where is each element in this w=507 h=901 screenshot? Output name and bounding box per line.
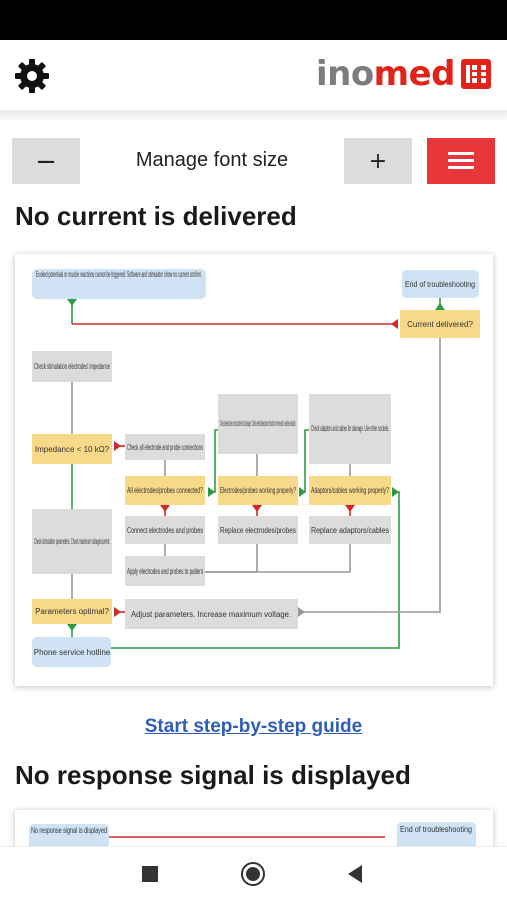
flow-check-adaptors-box <box>309 394 391 464</box>
flow-current-delivered-text: Current delivered? <box>407 320 473 329</box>
flow-phone-hotline-text: Phone service hotline <box>34 648 111 657</box>
troubleshooting-flowchart: No response signal is displayed End of t… <box>29 822 476 850</box>
flow-parameters-question-box <box>32 599 112 624</box>
android-navigation-bar <box>0 846 507 901</box>
flow-apply-electrodes-text: Apply electrodes and probes to patient <box>127 567 203 576</box>
flow-impedance-question-text: Impedance < 10 kΩ? <box>35 445 110 454</box>
flow-all-connected-box <box>125 476 205 505</box>
flow-end-box <box>397 822 476 850</box>
flowchart-card[interactable]: No response signal is displayed End of t… <box>15 810 493 850</box>
hamburger-menu-button[interactable] <box>427 138 495 184</box>
menu-icon-bar <box>448 166 474 169</box>
status-bar <box>0 0 507 40</box>
logo-text-ino: ino <box>315 54 374 94</box>
flow-check-damage-box <box>218 394 298 454</box>
flow-impedance-question-box <box>32 434 112 464</box>
section-title: No response signal is displayed <box>15 760 411 790</box>
flow-start-text: No response signal is displayed <box>31 826 107 835</box>
section-title: No current is delivered <box>15 201 297 231</box>
flowchart-card[interactable]: Evoked potentials or muscle reactions ca… <box>15 254 493 686</box>
flow-connect-electrodes-text: Connect electrodes and probes <box>127 526 203 535</box>
flow-all-connected-text: All electrodes/probes connected? <box>127 486 203 495</box>
flow-check-impedance-text: Check stimulation electrodes' impedance <box>34 362 110 371</box>
flow-adjust-parameters-text: Adjust parameters. Increase maximum volt… <box>131 610 291 619</box>
header-shadow <box>0 110 507 122</box>
flow-apply-electrodes-box <box>125 556 205 586</box>
flow-adaptors-working-text: Adaptors/cables working properly? <box>311 486 389 495</box>
logo-text-med: med <box>373 54 456 94</box>
flow-check-parameters-box <box>32 509 112 574</box>
flow-electrodes-working-box <box>218 476 298 505</box>
flow-end-box <box>402 270 479 298</box>
settings-gear-icon[interactable] <box>12 56 52 96</box>
decrease-font-button[interactable]: − <box>12 138 80 184</box>
font-size-toolbar: − Manage font size + <box>0 138 507 184</box>
flow-start-text: Evoked potentials or muscle reactions ca… <box>36 270 202 279</box>
home-icon[interactable] <box>240 861 266 887</box>
flow-check-connections-text: Check all electrode and probe connection… <box>127 443 203 452</box>
flow-connect-electrodes-box <box>125 516 205 544</box>
flow-electrodes-working-text: Electrodes/probes working properly? <box>220 486 296 495</box>
start-step-by-step-guide-link[interactable]: Start step-by-step guide <box>144 716 363 737</box>
flow-replace-adaptors-text: Replace adaptors/cables <box>311 526 389 535</box>
increase-font-button[interactable]: + <box>344 138 412 184</box>
flow-start-box <box>32 269 206 299</box>
flow-adaptors-working-box <box>309 476 391 505</box>
flow-check-parameters-text: Check stimulation parameters. Check maxi… <box>34 537 110 546</box>
flow-replace-adaptors-box <box>309 516 391 544</box>
recent-apps-icon[interactable] <box>137 861 163 887</box>
flow-check-impedance-box <box>32 351 112 382</box>
back-icon[interactable] <box>343 861 369 887</box>
app-header: inomed <box>0 40 507 110</box>
flow-end-text: End of troubleshooting <box>405 280 475 289</box>
flow-current-delivered-box <box>400 310 480 338</box>
logo-text: inomed <box>315 54 456 94</box>
flow-check-damage-text: Check electrodes and probes for damage. … <box>220 419 296 428</box>
flow-replace-electrodes-box <box>218 516 298 544</box>
font-size-label: Manage font size <box>135 149 289 171</box>
flow-check-adaptors-text: Check adaptors and cables for damage. Us… <box>311 424 389 433</box>
troubleshooting-flowchart: Evoked potentials or muscle reactions ca… <box>32 269 480 667</box>
flow-replace-electrodes-text: Replace electrodes/probes <box>220 526 296 535</box>
logo-mark-icon <box>461 59 491 89</box>
flow-start-box <box>29 824 109 850</box>
flow-adjust-parameters-box <box>125 599 298 629</box>
inomed-logo: inomed <box>316 54 491 94</box>
menu-icon-bar <box>448 152 474 155</box>
menu-icon-bar <box>448 159 474 162</box>
flow-check-connections-box <box>125 434 205 460</box>
flow-phone-hotline-box <box>32 637 111 667</box>
flow-parameters-question-text: Parameters optimal? <box>35 607 109 616</box>
flow-end-text: End of troubleshooting <box>400 825 472 834</box>
